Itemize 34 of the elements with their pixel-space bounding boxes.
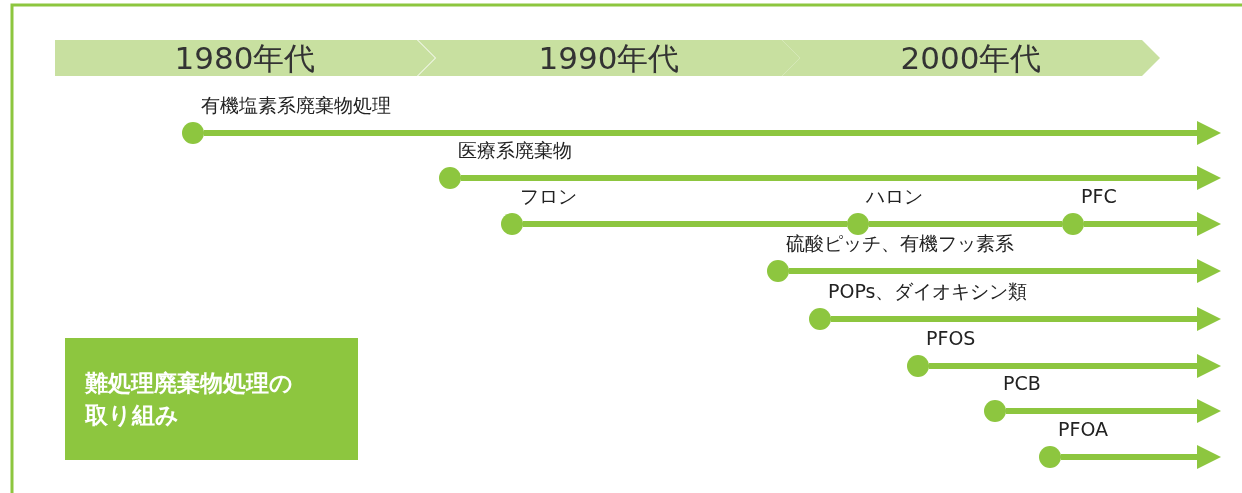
timeline-dot bbox=[439, 167, 461, 189]
item-label: PFOA bbox=[1058, 417, 1108, 441]
timeline-dot bbox=[984, 400, 1006, 422]
item-label: 医療系廃棄物 bbox=[458, 138, 572, 162]
timeline-dot bbox=[1039, 446, 1061, 468]
timeline-dot bbox=[767, 260, 789, 282]
item-label: 硫酸ピッチ、有機フッ素系 bbox=[786, 231, 1014, 255]
item-label: POPs、ダイオキシン類 bbox=[828, 279, 1028, 303]
timeline-dot bbox=[847, 213, 869, 235]
item-label: PFC bbox=[1081, 184, 1117, 208]
item-label: フロン bbox=[520, 184, 577, 208]
timeline-arrow bbox=[789, 259, 1221, 283]
timeline-line bbox=[523, 221, 847, 227]
timeline-arrow bbox=[831, 307, 1221, 331]
timeline-dot bbox=[1062, 213, 1084, 235]
timeline-dot bbox=[907, 355, 929, 377]
timeline-dot bbox=[501, 213, 523, 235]
timeline-dot bbox=[182, 122, 204, 144]
timeline-arrow bbox=[461, 166, 1221, 190]
item-label: PFOS bbox=[926, 326, 976, 350]
timeline-dot bbox=[809, 308, 831, 330]
period-band: 2000年代 bbox=[782, 40, 1160, 76]
item-label: PCB bbox=[1003, 371, 1041, 395]
timeline-arrow bbox=[1061, 445, 1221, 469]
timeline-line bbox=[869, 221, 1062, 227]
period-band: 1990年代 bbox=[418, 40, 800, 76]
timeline-arrow bbox=[204, 121, 1221, 145]
timeline-arrow bbox=[1084, 212, 1221, 236]
timeline-arrow bbox=[929, 354, 1221, 378]
period-band: 1980年代 bbox=[55, 40, 435, 76]
item-label: 有機塩素系廃棄物処理 bbox=[201, 93, 391, 117]
timeline-arrow bbox=[1006, 399, 1221, 423]
title-panel: 難処理廃棄物処理の取り組み bbox=[65, 338, 358, 460]
item-label: ハロン bbox=[866, 184, 923, 208]
